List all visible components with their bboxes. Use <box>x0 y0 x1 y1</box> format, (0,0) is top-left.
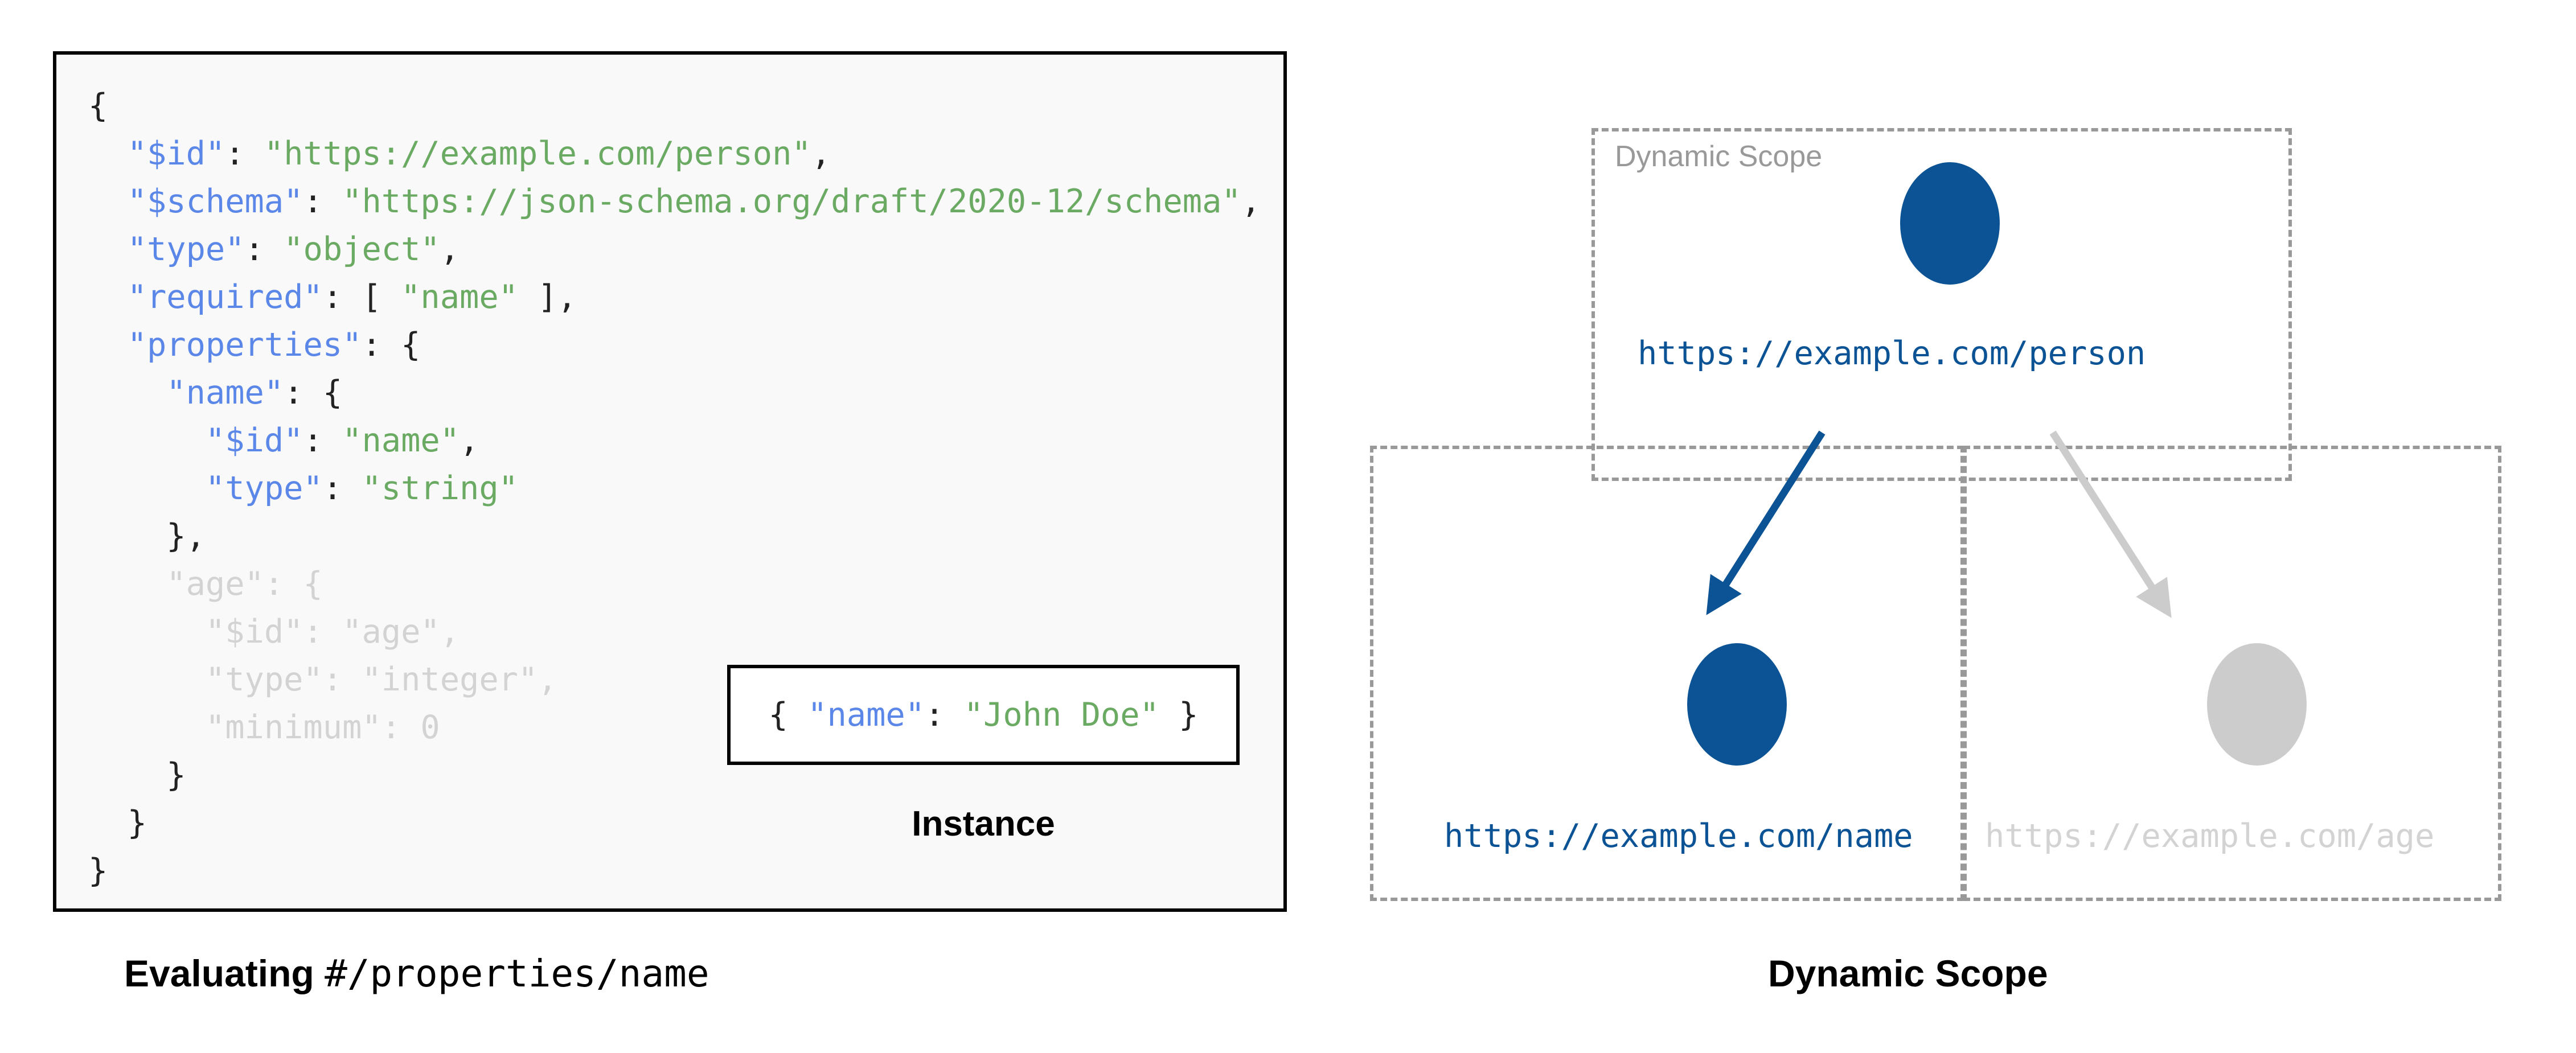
code-token: "name" <box>342 422 460 459</box>
code-token: : <box>225 135 264 172</box>
code-token: "type" <box>205 661 323 698</box>
node-label-age: https://example.com/age <box>1985 817 2435 855</box>
dynamic-scope-diagram: Dynamic Scope https://example.com/person… <box>1310 68 2540 922</box>
code-token: "name" <box>401 278 518 316</box>
code-token: "https://example.com/person" <box>264 135 811 172</box>
code-token: "$schema" <box>127 183 303 220</box>
code-token: : { <box>284 374 343 412</box>
code-token: "required" <box>127 278 323 316</box>
left-figure-caption: Evaluating #/properties/name <box>124 952 709 996</box>
scope-box-age <box>1963 446 2501 901</box>
code-token: "object" <box>284 231 440 268</box>
code-token: ], <box>518 278 577 316</box>
code-token: : <box>925 696 964 734</box>
code-token: : [ <box>322 278 401 316</box>
left-caption-bold: Evaluating <box>124 952 325 994</box>
node-age[interactable] <box>2207 643 2307 766</box>
scope-box-label: Dynamic Scope <box>1615 140 1823 173</box>
code-token: } <box>127 804 147 842</box>
code-token: , <box>811 135 831 172</box>
right-figure-caption: Dynamic Scope <box>1768 952 2048 994</box>
code-token: "John Doe" <box>963 696 1159 734</box>
code-token: "$id" <box>205 422 303 459</box>
code-token: "https://json-schema.org/draft/2020-12/s… <box>342 183 1241 220</box>
code-token: "string" <box>362 470 518 507</box>
node-name[interactable] <box>1687 643 1787 766</box>
code-token: "$id" <box>205 613 303 651</box>
code-token: "properties" <box>127 326 362 364</box>
code-token: , <box>440 613 460 651</box>
code-token: } <box>1159 696 1199 734</box>
code-token: "name" <box>807 696 925 734</box>
code-token: , <box>538 661 557 698</box>
code-token: "age" <box>342 613 440 651</box>
node-person[interactable] <box>1900 162 2000 285</box>
code-token: : <box>322 470 362 507</box>
code-token: : { <box>264 565 323 603</box>
code-token: : { <box>362 326 421 364</box>
code-token: "$id" <box>127 135 225 172</box>
instance-box: { "name": "John Doe" } <box>727 665 1240 765</box>
code-token: } <box>88 852 108 890</box>
code-token: : <box>381 709 421 746</box>
code-token: , <box>440 231 460 268</box>
code-token: "minimum" <box>205 709 382 746</box>
schema-code-panel: { "$id": "https://example.com/person", "… <box>53 51 1287 912</box>
node-label-name: https://example.com/name <box>1444 817 1913 855</box>
code-token: : <box>322 661 362 698</box>
code-token: "age" <box>166 565 264 603</box>
code-token: : <box>303 183 343 220</box>
code-token: : <box>303 613 343 651</box>
schema-code-block: { "$id": "https://example.com/person", "… <box>88 82 1261 895</box>
code-token: } <box>166 756 186 794</box>
code-token: : <box>244 231 284 268</box>
code-token: }, <box>166 517 206 555</box>
left-caption-pointer: #/properties/name <box>325 952 709 996</box>
code-token: , <box>460 422 479 459</box>
instance-code: { "name": "John Doe" } <box>769 696 1199 734</box>
scope-box-person <box>1591 128 2292 481</box>
code-token: 0 <box>420 709 440 746</box>
scope-box-name <box>1370 446 1964 901</box>
instance-caption: Instance <box>912 804 1055 844</box>
code-token: , <box>1241 183 1261 220</box>
code-token: "name" <box>166 374 284 412</box>
node-label-person: https://example.com/person <box>1638 335 2146 372</box>
code-token: { <box>88 87 108 125</box>
code-token: { <box>768 696 808 734</box>
code-token: "type" <box>205 470 323 507</box>
code-token: : <box>303 422 343 459</box>
code-token: "type" <box>127 231 245 268</box>
code-token: "integer" <box>362 661 538 698</box>
